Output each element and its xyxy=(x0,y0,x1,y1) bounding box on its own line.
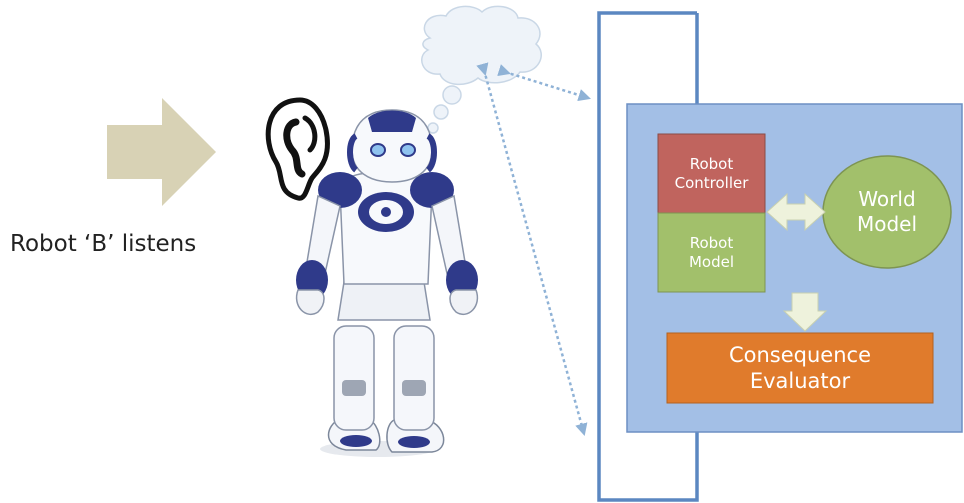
robot-model-label: Robot Model xyxy=(688,233,735,271)
consequence-evaluator-block xyxy=(666,332,934,404)
robot-model-block xyxy=(657,212,766,293)
dotted-link-upper xyxy=(497,64,591,102)
input-arrow-icon xyxy=(107,98,216,206)
feedback-loop-line xyxy=(597,11,699,502)
consequence-evaluator-label: Consequence Evaluator xyxy=(728,342,872,393)
thought-cloud-icon xyxy=(421,5,542,134)
bidirectional-arrow-icon xyxy=(766,192,826,232)
ear-icon xyxy=(265,97,330,201)
world-model-label: World Model xyxy=(856,187,918,236)
caption-robot-listens: Robot ‘B’ listens xyxy=(10,231,197,257)
dotted-link-lower xyxy=(476,62,588,437)
down-arrow-icon xyxy=(782,292,828,332)
robot-figure-icon xyxy=(295,109,479,457)
robot-controller-label: Robot Controller xyxy=(674,154,749,192)
